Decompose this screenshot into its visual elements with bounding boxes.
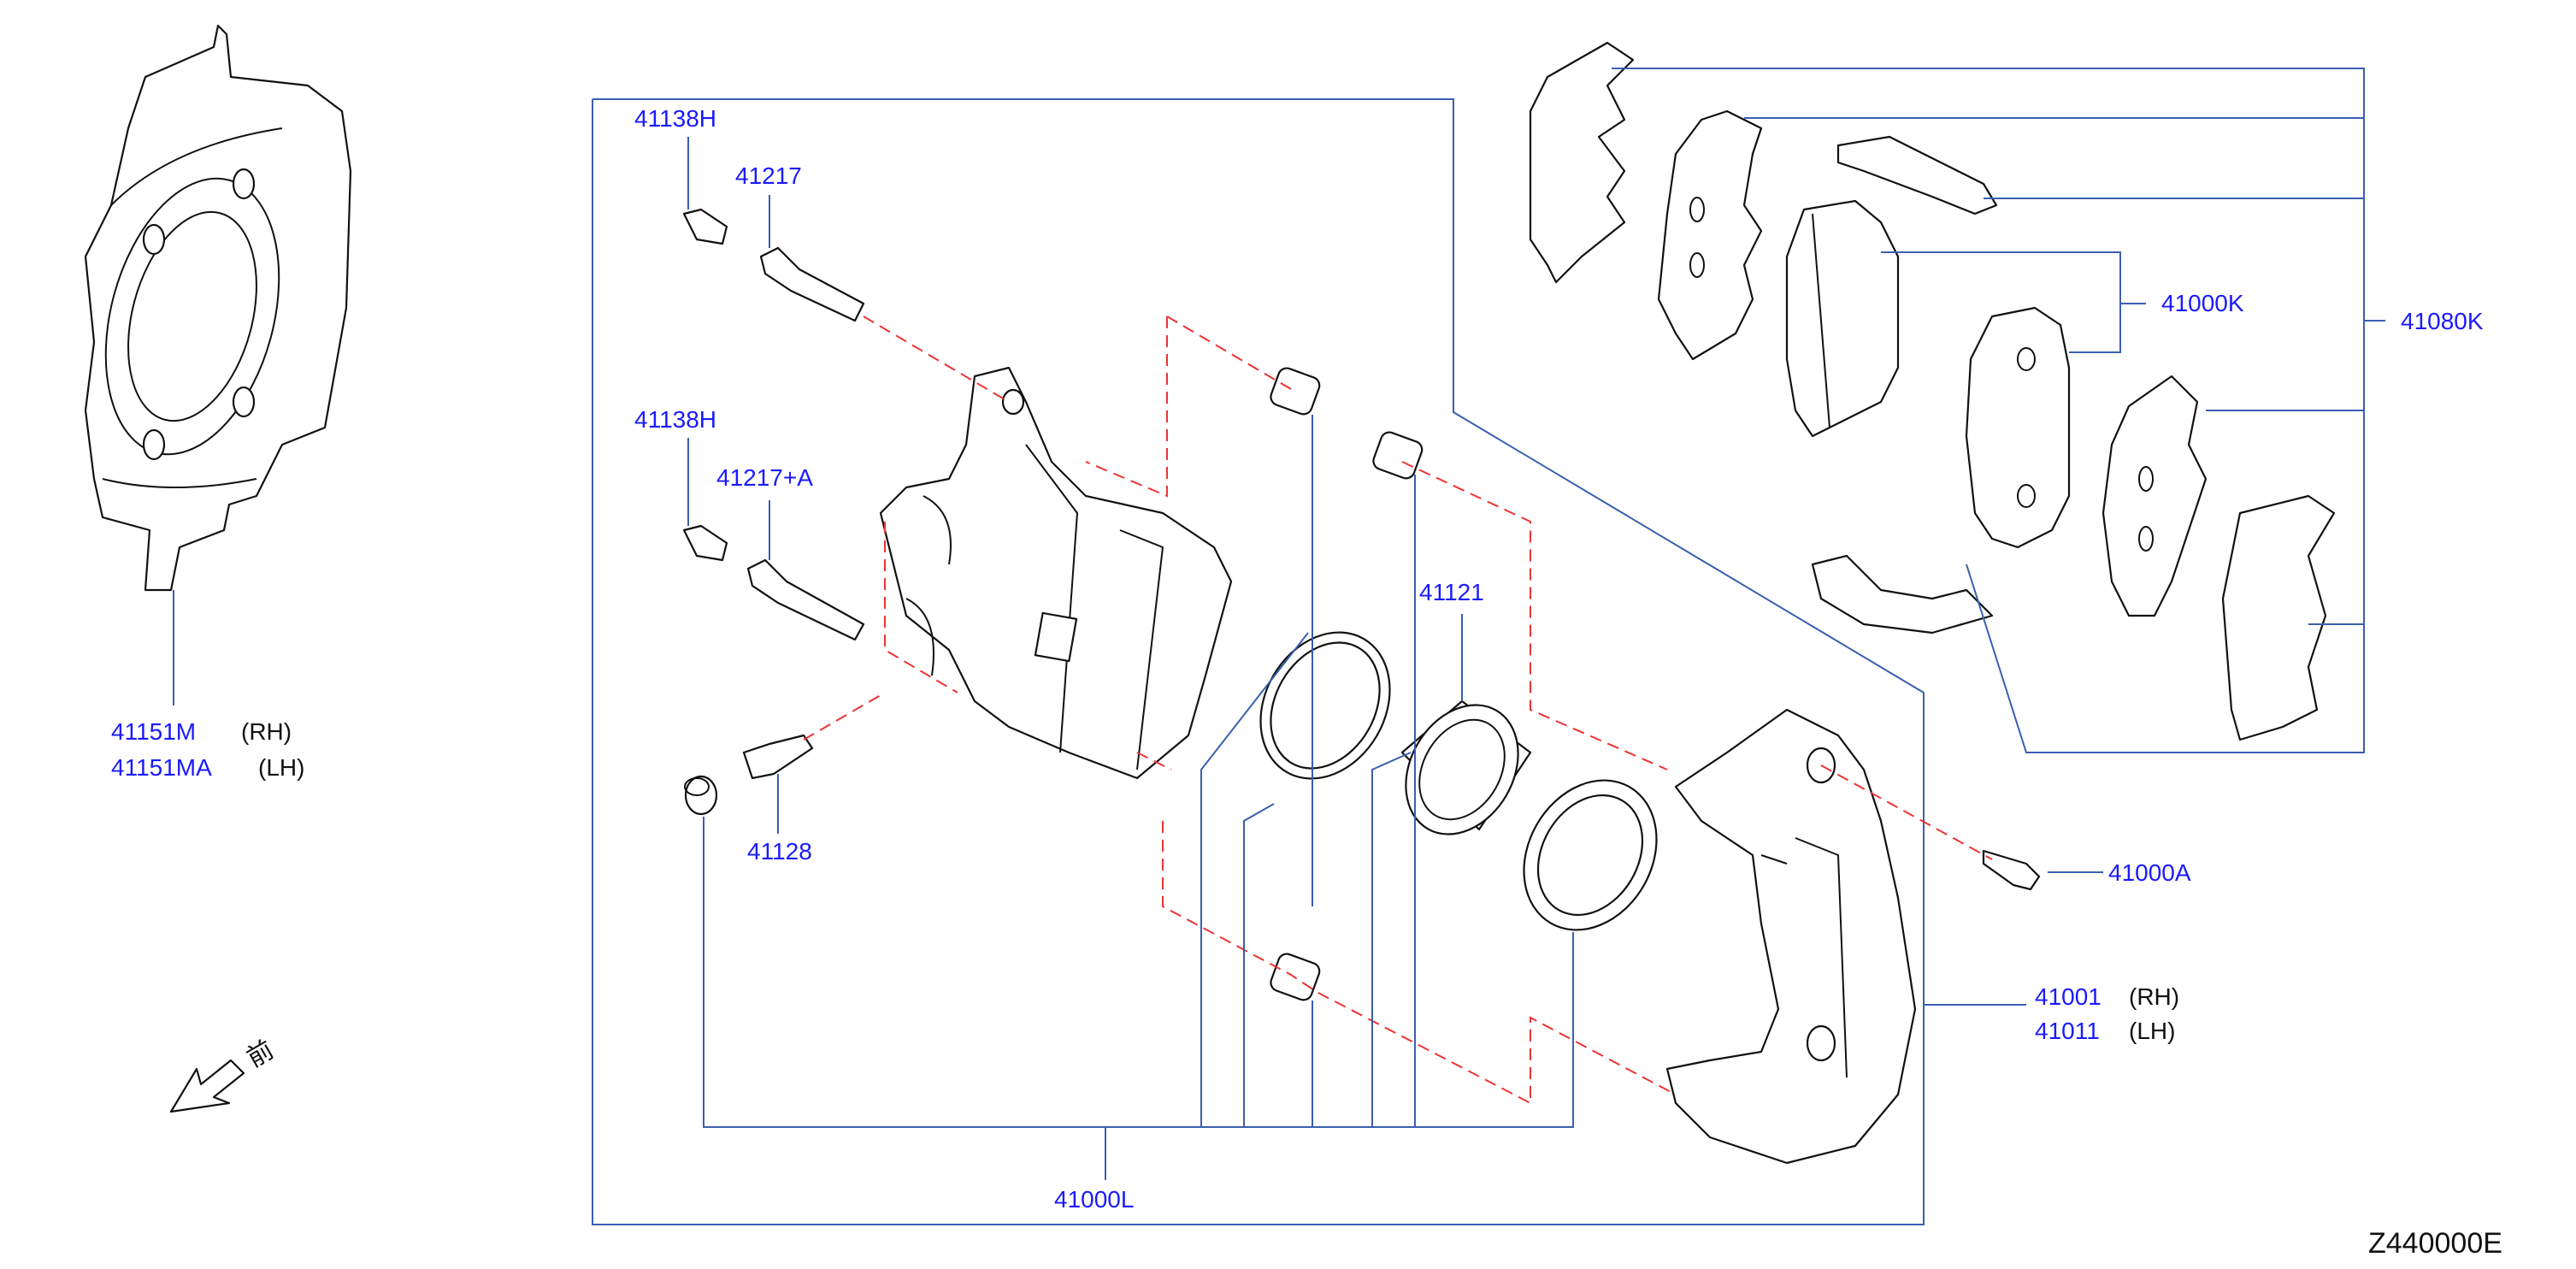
label-41138h-mid: 41138H bbox=[634, 406, 716, 433]
piston-boot bbox=[1523, 779, 1658, 931]
shim-outer-1 bbox=[1529, 41, 1635, 284]
guide-pin-41217a bbox=[746, 558, 865, 641]
shim-inner-2 bbox=[2221, 494, 2336, 741]
caliper-bracket bbox=[1665, 708, 1917, 1165]
front-direction-label: 前 bbox=[242, 1035, 279, 1073]
front-direction-arrow bbox=[169, 1059, 245, 1113]
label-41138h-top: 41138H bbox=[634, 105, 716, 132]
piston bbox=[1400, 699, 1532, 835]
brake-pad-outer bbox=[1785, 199, 1900, 438]
label-41151ma: 41151MA bbox=[111, 754, 212, 781]
guide-pin-41217 bbox=[759, 246, 865, 322]
label-41217: 41217 bbox=[735, 162, 802, 189]
label-41001: 41001 bbox=[2035, 983, 2101, 1010]
piston-seal bbox=[1259, 631, 1391, 780]
pin-boot-upper bbox=[1270, 367, 1321, 416]
label-41128: 41128 bbox=[747, 838, 812, 865]
label-41151m-side: (RH) bbox=[241, 718, 292, 745]
label-41217a: 41217+A bbox=[716, 464, 813, 491]
shim-inner-1 bbox=[2101, 375, 2208, 617]
label-41000k: 41000K bbox=[2161, 290, 2244, 316]
caliper-body bbox=[879, 366, 1233, 780]
brake-pad-inner bbox=[1965, 306, 2071, 549]
label-41000a: 41000A bbox=[2108, 859, 2191, 886]
label-41151m: 41151M bbox=[111, 718, 196, 745]
splash-shield bbox=[84, 24, 352, 592]
bolt-41000a bbox=[1982, 849, 2041, 891]
bleeder-cap bbox=[684, 775, 718, 816]
shim-outer-2 bbox=[1657, 109, 1763, 361]
diagram-code: Z440000E bbox=[2368, 1227, 2502, 1260]
anti-rattle-clip-upper bbox=[1836, 135, 1998, 215]
label-41080k: 41080K bbox=[2401, 308, 2484, 334]
label-41011-side: (LH) bbox=[2129, 1018, 2175, 1044]
leader-lines bbox=[687, 68, 2385, 1180]
label-41000l: 41000L bbox=[1054, 1186, 1134, 1213]
label-41001-side: (RH) bbox=[2129, 983, 2179, 1010]
anti-rattle-clip-lower bbox=[1811, 554, 1994, 634]
pin-boot-mid bbox=[1372, 431, 1424, 480]
bolt-41138h-mid bbox=[682, 524, 728, 562]
bleeder-41128 bbox=[742, 734, 814, 780]
bolt-41138h-top bbox=[682, 208, 728, 245]
label-41011: 41011 bbox=[2035, 1018, 2100, 1044]
exploded-view-lines bbox=[803, 316, 1993, 1105]
label-41151ma-side: (LH) bbox=[258, 754, 304, 781]
label-41121: 41121 bbox=[1419, 579, 1484, 605]
